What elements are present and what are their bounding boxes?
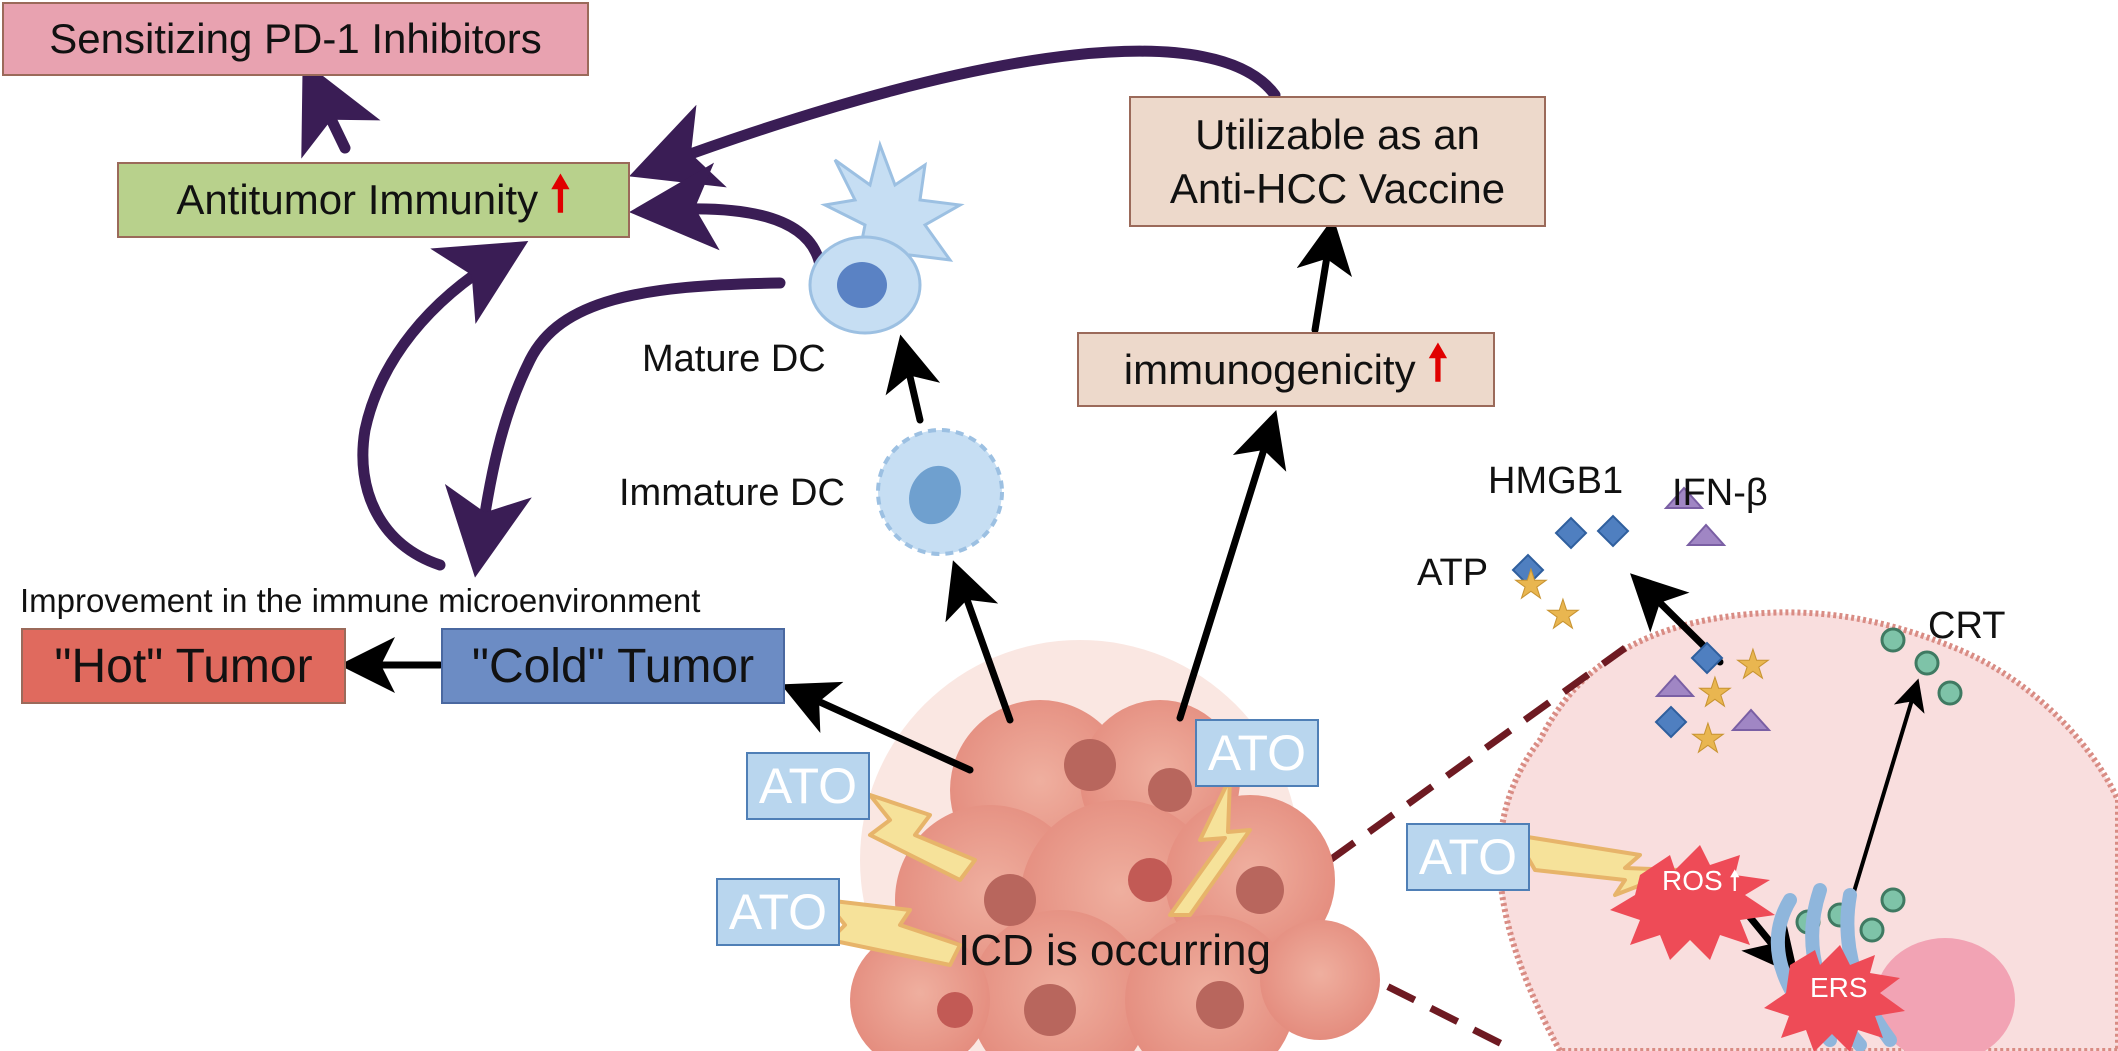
ato-box-2: ATO	[1195, 719, 1319, 787]
ato-box-1: ATO	[746, 752, 870, 820]
sensitizing-pd1-box: Sensitizing PD-1 Inhibitors	[2, 2, 589, 76]
svg-text:★: ★	[1513, 563, 1549, 607]
ato-box-3: ATO	[716, 878, 840, 946]
zoom-lines	[1327, 645, 1628, 1051]
immunogenicity-box: immunogenicity 🠕	[1077, 332, 1495, 407]
up-arrow-icon: 🠕	[1427, 337, 1449, 390]
ros-burst-icon	[1610, 845, 1775, 960]
hcc-cell-closeup	[1496, 609, 2118, 1051]
immature-dc-icon	[876, 428, 1004, 556]
vaccine-box: Utilizable as an Anti-HCC Vaccine	[1129, 96, 1546, 227]
lightning-bolt-icon	[823, 776, 1682, 967]
cold-tumor-box: "Cold" Tumor	[441, 628, 785, 704]
ers-label: ERS	[1810, 972, 1868, 1003]
antitumor-immunity-box: Antitumor Immunity 🠕	[117, 162, 630, 238]
svg-text:★: ★	[1697, 671, 1733, 715]
mature-dc-label: Mature DC	[642, 338, 826, 380]
improvement-label: Improvement in the immune microenvironme…	[20, 582, 701, 619]
icd-label: ICD is occurring	[958, 926, 1271, 975]
vaccine-line2: Anti-HCC Vaccine	[1169, 164, 1506, 212]
crt-label: CRT	[1928, 605, 2006, 647]
mature-dc-icon	[808, 139, 965, 335]
svg-text:★: ★	[1690, 717, 1726, 761]
ers-burst-icon	[1764, 945, 1905, 1051]
svg-text:★: ★	[1735, 643, 1771, 687]
atp-label: ATP	[1417, 552, 1489, 594]
ros-up-arrow-icon: 🠕	[1728, 865, 1741, 896]
immunogenicity-label: immunogenicity	[1123, 345, 1416, 393]
ifn-beta-label: IFN-β	[1672, 472, 1768, 514]
black-arrows	[339, 217, 1925, 977]
purple-arrows	[301, 45, 1281, 578]
immature-dc-label: Immature DC	[619, 472, 845, 514]
hmgb1-label: HMGB1	[1488, 460, 1624, 502]
hot-tumor-box: "Hot" Tumor	[21, 628, 346, 704]
dampn-markers: ★ ★ ★ ★ ★	[1511, 486, 1771, 762]
ato-box-4: ATO	[1406, 823, 1530, 891]
antitumor-label: Antitumor Immunity	[176, 176, 539, 223]
vaccine-line1: Utilizable as an	[1195, 110, 1480, 158]
up-arrow-icon: 🠕	[550, 167, 571, 221]
ros-label: ROS🠕	[1662, 865, 1741, 896]
svg-text:★: ★	[1545, 593, 1581, 637]
